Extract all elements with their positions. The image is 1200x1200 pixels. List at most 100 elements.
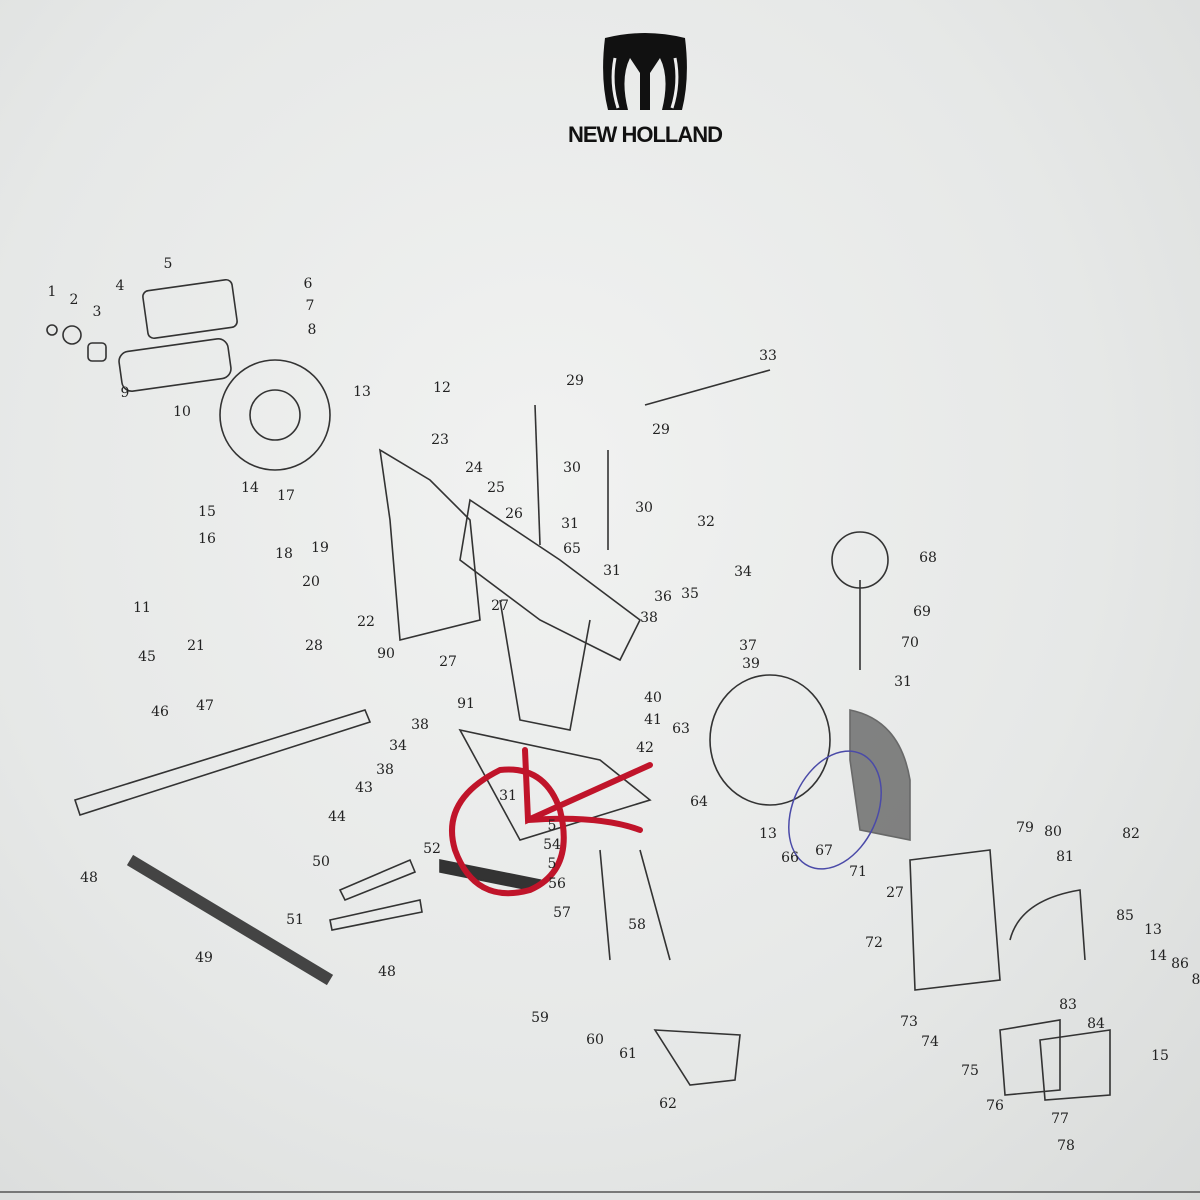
part-number-label: 29 [652,422,670,438]
part-number-label: 84 [1087,1016,1105,1032]
part-number-label: 57 [553,905,571,921]
part-number-label: 83 [1059,997,1077,1013]
part-number-label: 58 [628,917,646,933]
part-number-label: 19 [311,540,329,556]
part-number-label: 82 [1122,826,1140,842]
part-number-label: 11 [133,600,151,616]
part-number-label: 31 [603,563,621,579]
part-number-label: 28 [305,638,323,654]
part-number-label: 45 [138,649,156,665]
part-number-label: 39 [742,656,760,672]
part-number-label: 13 [759,826,777,842]
part-number-label: 14 [241,480,259,496]
part-number-label: 38 [376,762,394,778]
part-number-label: 23 [431,432,449,448]
part-number-label: 76 [986,1098,1004,1114]
part-number-label: 67 [815,843,833,859]
part-number-label: 68 [919,550,937,566]
part-number-label: 71 [849,864,867,880]
part-number-label: 37 [739,638,757,654]
part-number-label: 75 [961,1063,979,1079]
part-number-label: 47 [196,698,214,714]
part-number-label: 50 [312,854,330,870]
part-number-label: 86 [1171,956,1189,972]
part-number-label: 38 [411,717,429,733]
part-number-label: 27 [439,654,457,670]
part-number-label: 48 [80,870,98,886]
part-number-label: 31 [561,516,579,532]
part-number-label: 32 [697,514,715,530]
part-number-label: 72 [865,935,883,951]
part-number-label: 22 [357,614,375,630]
part-number-label: 30 [635,500,653,516]
part-number-label: 62 [659,1096,677,1112]
part-number-label: 15 [198,504,216,520]
bar-part [73,709,372,817]
part-number-label: 65 [563,541,581,557]
part-number-label: 18 [275,546,293,562]
part-number-label: 31 [894,674,912,690]
part-number-label: 34 [389,738,407,754]
part-number-label: 3 [92,304,102,320]
part-number-label: 85 [1116,908,1134,924]
part-number-label: 41 [644,712,662,728]
part-number-label: 25 [487,480,505,496]
part-number-label: 60 [586,1032,604,1048]
part-number-label: 27 [491,598,509,614]
bevel-gear-part [709,674,831,806]
part-number-label: 12 [433,380,451,396]
part-number-label: 63 [672,721,690,737]
part-number-label: 8 [307,322,317,338]
part-number-label: 10 [173,404,191,420]
part-number-label: 31 [499,788,517,804]
part-number-label: 13 [1144,922,1162,938]
part-number-label: 42 [636,740,654,756]
part-number-label: 74 [921,1034,939,1050]
part-number-label: 16 [198,531,216,547]
part-drawings [46,278,1111,1101]
part-number-label: 33 [759,348,777,364]
part-number-label: 30 [563,460,581,476]
new-holland-leaf-icon [603,33,687,110]
part-number-label: 38 [640,610,658,626]
part-number-label: 90 [377,646,395,662]
part-number-label: 7 [305,298,315,314]
blue-pen-ellipse [788,750,882,870]
part-number-label: 56 [548,876,566,892]
red-marker-annotation [449,747,653,897]
part-number-label: 14 [1149,948,1167,964]
part-number-label: 5 [547,818,557,834]
part-number-label: 78 [1057,1138,1075,1154]
part-number-label: 20 [302,574,320,590]
part-number-label: 54 [543,837,561,853]
part-number-label: 36 [654,589,672,605]
part-number-label: 61 [619,1046,637,1062]
part-number-label: 40 [644,690,662,706]
part-number-label: 4 [115,278,125,294]
part-number-label: 26 [505,506,523,522]
part-number-label: 21 [187,638,205,654]
part-number-label: 73 [900,1014,918,1030]
brand-name: NEW HOLLAND [568,122,723,147]
part-number-label: 64 [690,794,708,810]
part-number-label: 1 [47,284,57,300]
part-number-label: 15 [1151,1048,1169,1064]
part-number-label: 5 [163,256,173,272]
part-number-label: 59 [531,1010,549,1026]
part-number-label: 43 [355,780,373,796]
part-number-label: 77 [1051,1111,1069,1127]
part-number-label: 81 [1056,849,1074,865]
sprocket-part [219,359,331,471]
part-number-label: 49 [195,950,213,966]
part-number-label: 91 [457,696,475,712]
part-number-label: 79 [1016,820,1034,836]
gearbox-plate [378,448,481,642]
part-number-label: 6 [303,276,313,292]
part-number-label: 2 [69,292,79,308]
part-number-label: 70 [901,635,919,651]
red-circle [449,766,567,897]
part-number-label: 66 [781,850,799,866]
part-number-label: 8 [1191,972,1200,988]
part-number-label: 29 [566,373,584,389]
